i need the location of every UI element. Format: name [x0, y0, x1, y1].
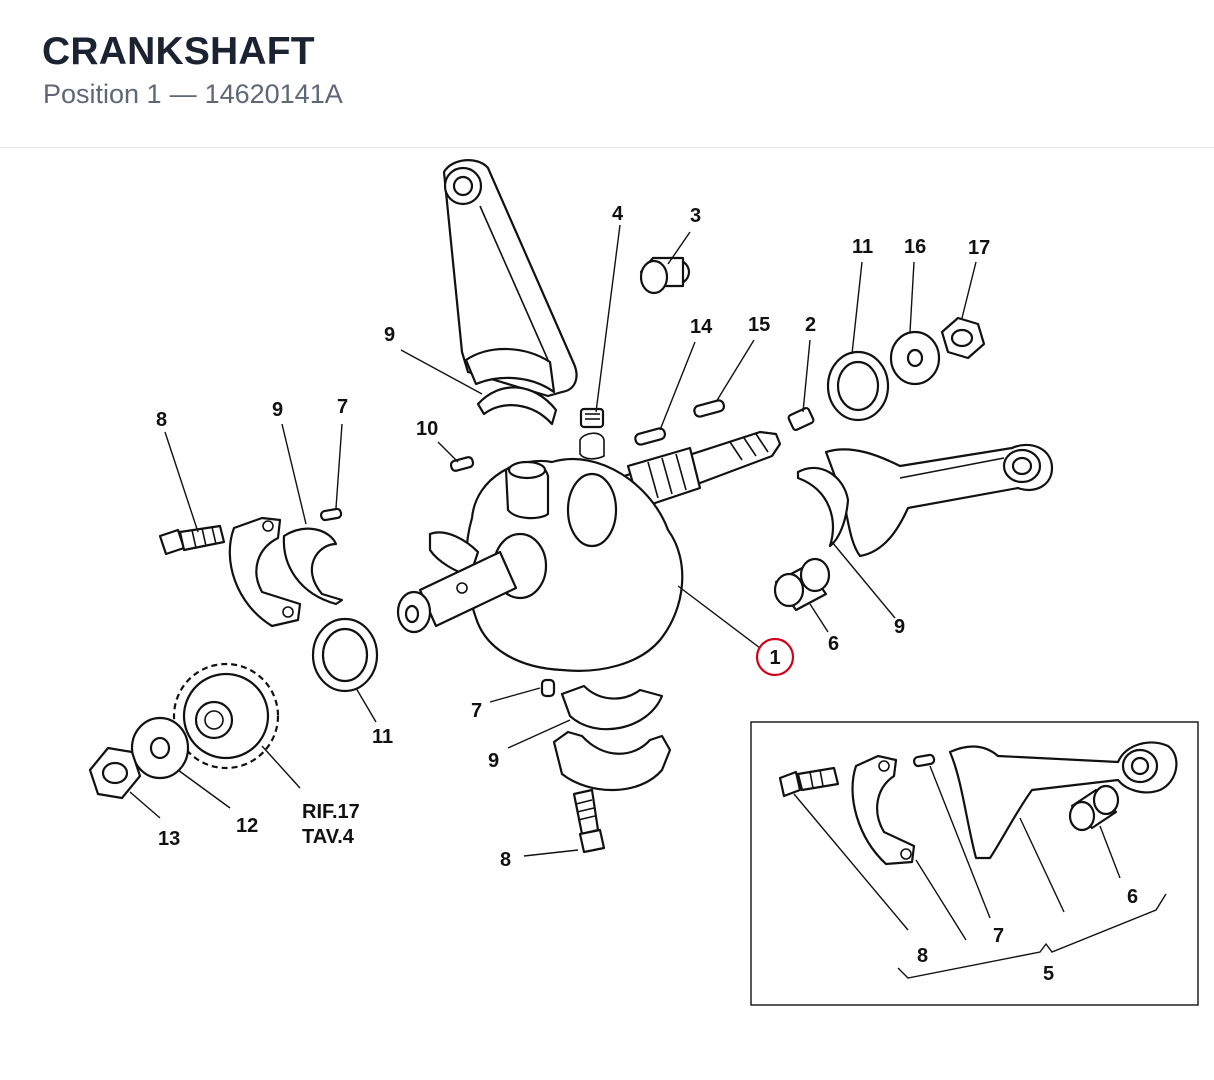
- part-number: 14620141A: [204, 79, 343, 109]
- bolt-8-lower[interactable]: [572, 788, 606, 854]
- callout-6: 6: [828, 633, 839, 655]
- callout-4: 4: [612, 203, 624, 225]
- callout-16: 16: [904, 236, 926, 258]
- inset-callout-6: 6: [1127, 886, 1138, 908]
- plug-3[interactable]: [639, 256, 691, 295]
- nut-17[interactable]: [940, 316, 986, 360]
- bearing-shell-9-left[interactable]: [282, 527, 344, 606]
- callout-17: 17: [968, 237, 990, 259]
- inset-dowel-7[interactable]: [912, 753, 936, 768]
- position-label: Position 1: [43, 79, 162, 109]
- key-14[interactable]: [634, 427, 667, 446]
- exploded-parts-diagram: 4 3 11 16 17 14 15 2 9 10 8 9 7 6 9 11 7…: [88, 159, 1199, 1006]
- inset-callout-5: 5: [1043, 963, 1054, 985]
- callout-14: 14: [690, 316, 713, 338]
- washer-12[interactable]: [130, 716, 190, 780]
- inset-callout-8: 8: [917, 945, 928, 967]
- connecting-rod-upper[interactable]: [442, 159, 578, 398]
- seal-11-left[interactable]: [311, 617, 379, 693]
- washer-16[interactable]: [889, 330, 941, 386]
- callout-12: 12: [236, 815, 258, 837]
- inset-connecting-rod[interactable]: [948, 741, 1178, 860]
- dowel-7-left[interactable]: [319, 507, 343, 522]
- callout-7-lower: 7: [471, 700, 482, 722]
- grub-screw-4[interactable]: [579, 407, 605, 429]
- reference-line-1: RIF.17: [302, 801, 360, 823]
- bearing-cap-lower[interactable]: [552, 730, 672, 792]
- inset-bolt-8[interactable]: [778, 766, 840, 798]
- callout-10: 10: [416, 418, 438, 440]
- bearing-cap-left[interactable]: [228, 516, 302, 628]
- callout-1-selected[interactable]: 1: [755, 637, 795, 677]
- bolt-8-left[interactable]: [158, 524, 226, 556]
- callout-9-left: 9: [272, 399, 283, 421]
- inset-assembly-5: 8 7 6 5: [750, 721, 1199, 1006]
- callout-9-right: 9: [894, 616, 905, 638]
- reference-line-2: TAV.4: [302, 826, 355, 848]
- seal-11-right[interactable]: [826, 350, 890, 422]
- bearing-shell-9-lower[interactable]: [560, 684, 664, 731]
- callout-labels: 4 3 11 16 17 14 15 2 9 10 8 9 7 6 9 11 7…: [156, 203, 990, 871]
- page-title: CRANKSHAFT: [42, 30, 315, 73]
- callout-9-lower: 9: [488, 750, 499, 772]
- inset-bushing-6[interactable]: [1068, 784, 1120, 832]
- gear-rif17[interactable]: [172, 662, 280, 770]
- callout-13: 13: [158, 828, 180, 850]
- callout-1: 1: [769, 647, 780, 669]
- page-subtitle: Position 1—14620141A: [43, 79, 343, 110]
- callout-9-top: 9: [384, 324, 395, 346]
- crankshaft-1[interactable]: [396, 430, 782, 672]
- dowel-7-lower[interactable]: [540, 678, 556, 698]
- bearing-shell-9-right[interactable]: [796, 466, 850, 548]
- callout-11-bottom: 11: [372, 726, 393, 748]
- callout-2: 2: [805, 314, 816, 336]
- subtitle-separator: —: [169, 79, 197, 109]
- connecting-rod-right[interactable]: [824, 443, 1054, 558]
- key-15[interactable]: [693, 399, 726, 418]
- callout-11-top: 11: [852, 236, 873, 258]
- callout-3: 3: [690, 205, 701, 227]
- inset-callout-7: 7: [993, 925, 1004, 947]
- bearing-shell-9-upper[interactable]: [476, 386, 558, 426]
- leader-lines: [129, 224, 977, 857]
- bushing-6[interactable]: [773, 557, 831, 612]
- page-header: CRANKSHAFT Position 1—14620141A: [0, 0, 1214, 148]
- callout-15: 15: [748, 314, 770, 336]
- callout-7-left: 7: [337, 396, 348, 418]
- callout-8-left: 8: [156, 409, 167, 431]
- inset-bearing-cap[interactable]: [851, 754, 916, 866]
- grub-screw-2[interactable]: [787, 406, 815, 432]
- nut-13[interactable]: [88, 746, 142, 800]
- callout-8-lower: 8: [500, 849, 511, 871]
